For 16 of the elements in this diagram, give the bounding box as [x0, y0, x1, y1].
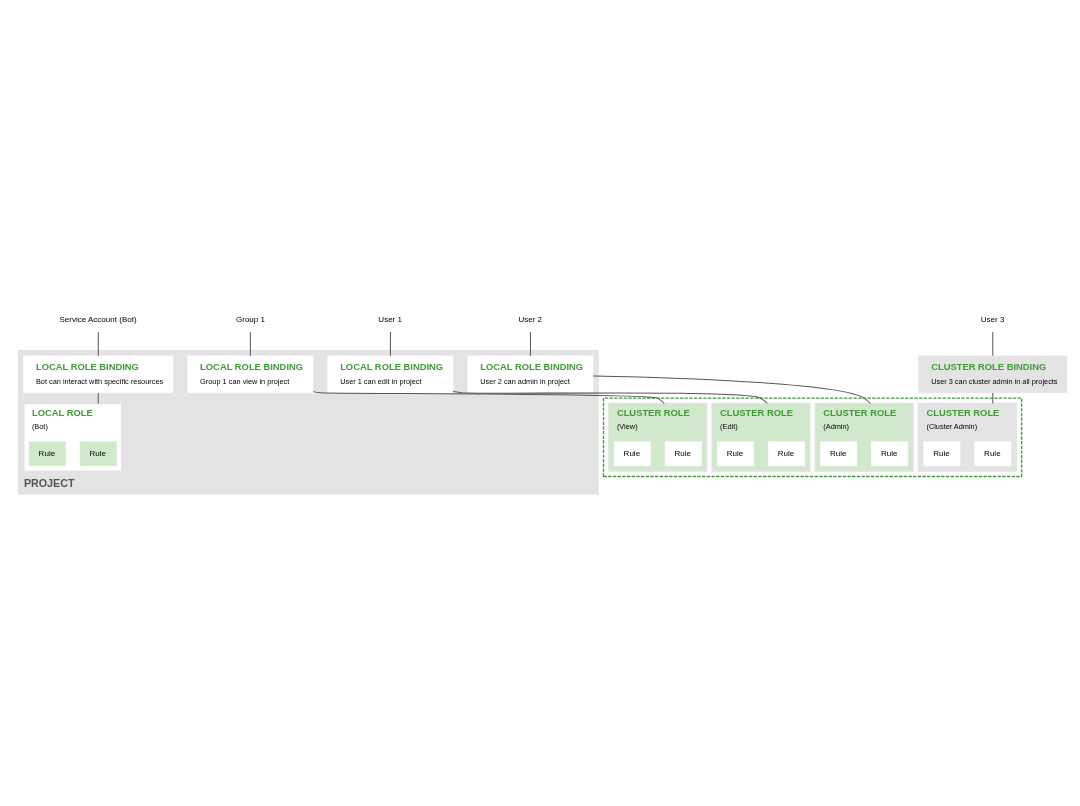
node-box: LOCAL ROLE BINDING Group 1 can view in project [187, 355, 314, 393]
connector [97, 330, 99, 356]
node-box: LOCAL ROLE BINDING User 2 can admin in project [467, 355, 594, 393]
node-box: LOCAL ROLE BINDING Bot can interact with specific resources [23, 355, 174, 393]
connector [249, 330, 251, 356]
node-box: CLUSTER ROLE BINDING User 3 can cluster admin in all projects [918, 355, 1068, 393]
connector [452, 390, 768, 404]
connector [529, 330, 531, 356]
connector [992, 330, 994, 356]
connector [97, 391, 99, 404]
node-box: LOCAL ROLE BINDING User 1 can edit in project [327, 355, 454, 393]
cluster [602, 396, 1023, 477]
connector [389, 330, 391, 356]
connector [312, 390, 665, 404]
connector [592, 374, 871, 404]
connector [992, 391, 994, 404]
